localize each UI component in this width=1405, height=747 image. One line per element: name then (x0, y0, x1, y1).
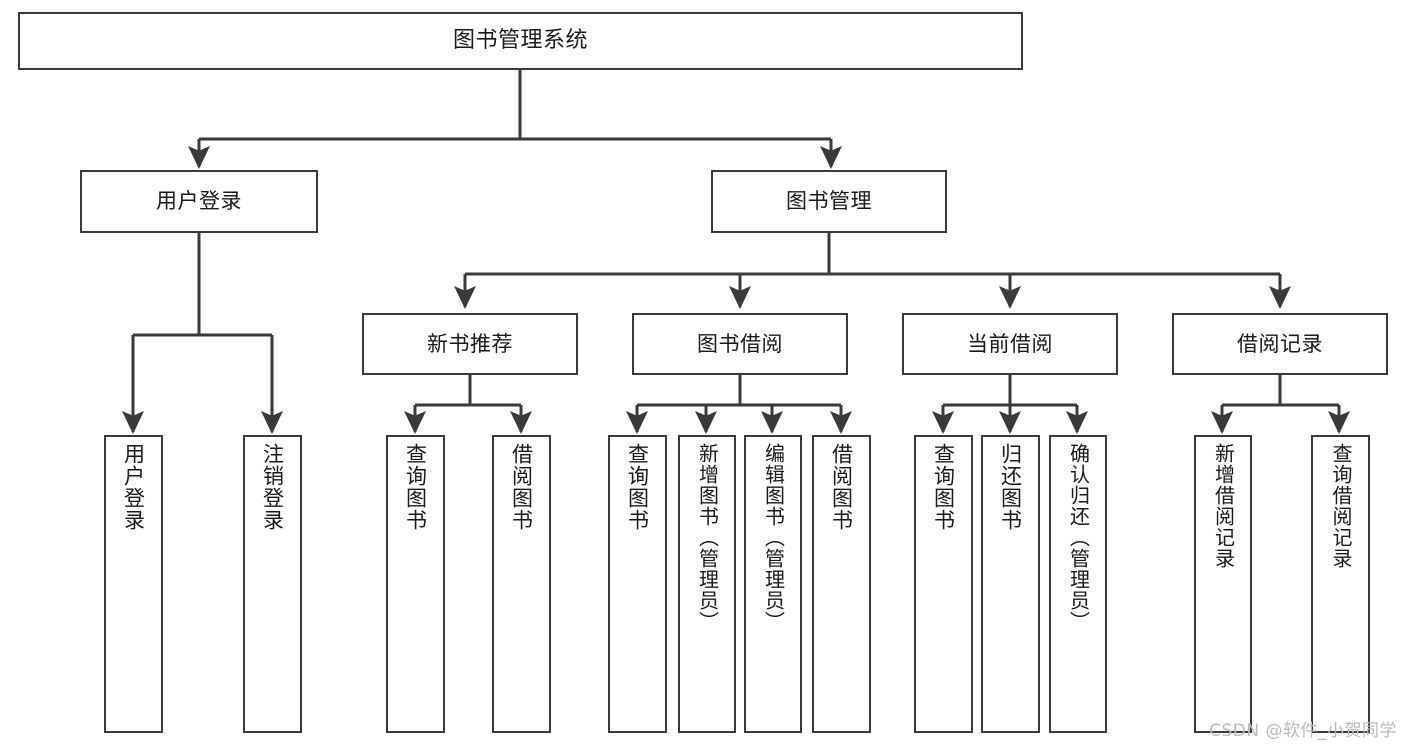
leaf-query-book-borrow[interactable]: 查询图书 (608, 435, 667, 733)
leaf-borrow-book-newrec[interactable]: 借阅图书 (492, 435, 551, 733)
node-label: 借阅记录 (1237, 331, 1323, 356)
leaf-add-book-admin[interactable]: 新增图书（管理员） (678, 435, 736, 733)
node-label: 新增借阅记录 (1211, 443, 1236, 569)
node-label: 注销登录 (260, 443, 285, 531)
leaf-query-book-current[interactable]: 查询图书 (914, 435, 973, 733)
leaf-borrow-book[interactable]: 借阅图书 (812, 435, 871, 733)
leaf-return-book[interactable]: 归还图书 (981, 435, 1040, 733)
node-label: 新书推荐 (427, 331, 513, 356)
node-label: 图书借阅 (697, 331, 783, 356)
node-borrow-record[interactable]: 借阅记录 (1172, 313, 1388, 375)
node-label: 图书管理系统 (452, 28, 588, 54)
node-label: 查询图书 (625, 443, 650, 531)
node-label: 借阅图书 (829, 443, 854, 531)
node-user-login[interactable]: 用户登录 (80, 170, 318, 233)
leaf-edit-book-admin[interactable]: 编辑图书（管理员） (744, 435, 802, 733)
node-label: 查询图书 (403, 443, 428, 531)
leaf-logout-login[interactable]: 注销登录 (243, 435, 302, 733)
node-book-management[interactable]: 图书管理 (711, 170, 947, 233)
leaf-query-book-newrec[interactable]: 查询图书 (386, 435, 445, 733)
node-label: 用户登录 (156, 189, 242, 214)
node-label: 新增图书（管理员） (695, 443, 720, 632)
node-label: 编辑图书（管理员） (761, 443, 786, 632)
node-root-system[interactable]: 图书管理系统 (18, 12, 1023, 70)
node-label: 图书管理 (786, 189, 872, 214)
node-label: 查询借阅记录 (1329, 443, 1353, 569)
node-label: 当前借阅 (967, 331, 1053, 356)
node-current-borrow[interactable]: 当前借阅 (902, 313, 1118, 375)
leaf-add-borrow-record[interactable]: 新增借阅记录 (1194, 435, 1252, 733)
leaf-confirm-return-admin[interactable]: 确认归还（管理员） (1049, 435, 1107, 733)
node-label: 借阅图书 (509, 443, 534, 531)
node-label: 确认归还（管理员） (1066, 443, 1091, 632)
node-label: 用户登录 (121, 443, 146, 531)
leaf-query-borrow-record[interactable]: 查询借阅记录 (1311, 435, 1370, 733)
leaf-user-login[interactable]: 用户登录 (104, 435, 163, 733)
csdn-watermark: CSDN @软件_小贺同学 (1209, 721, 1397, 741)
node-label: 归还图书 (998, 443, 1023, 531)
node-label: 查询图书 (931, 443, 956, 531)
node-book-borrow[interactable]: 图书借阅 (632, 313, 848, 375)
node-new-book-recommend[interactable]: 新书推荐 (362, 313, 578, 375)
